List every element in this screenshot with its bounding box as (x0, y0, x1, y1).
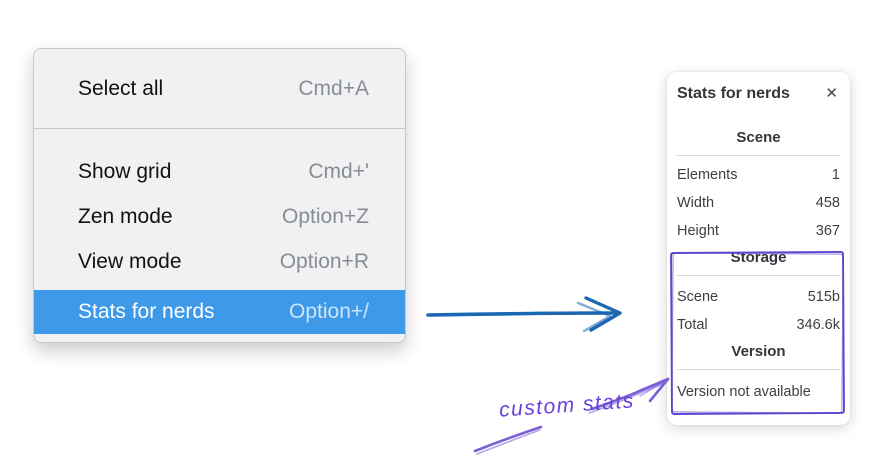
menu-item-view-mode[interactable]: View mode Option+R (34, 239, 405, 284)
menu-item-shortcut: Cmd+' (308, 159, 369, 183)
stat-value: 515b (807, 289, 840, 305)
menu-item-stats-for-nerds[interactable]: Stats for nerds Option+/ (34, 290, 405, 334)
stat-row-scene-size: Scene 515b (677, 283, 840, 311)
stats-panel: Stats for nerds ✕ Scene Elements 1 Width… (667, 72, 850, 425)
stat-label: Width (677, 195, 715, 211)
menu-item-label: Select all (78, 77, 164, 100)
stat-value: 1 (831, 167, 840, 183)
context-menu: Select all Cmd+A Show grid Cmd+' Zen mod… (33, 48, 406, 343)
stat-row-total-size: Total 346.6k (677, 311, 840, 339)
stat-value: 346.6k (796, 317, 840, 333)
menu-item-label: Stats for nerds (78, 300, 215, 323)
stat-value: 367 (815, 223, 840, 239)
menu-item-shortcut: Option+R (279, 249, 369, 273)
stat-label: Total (677, 317, 708, 333)
version-note: Version not available (677, 384, 811, 400)
stat-value: 458 (815, 195, 840, 211)
stat-label: Scene (677, 289, 719, 305)
stat-row-width: Width 458 (677, 189, 840, 217)
menu-item-label: Zen mode (78, 204, 173, 228)
menu-item-label: View mode (78, 249, 182, 273)
section-heading-scene: Scene (736, 129, 781, 146)
menu-item-shortcut: Option+/ (289, 300, 369, 323)
menu-item-label: Show grid (78, 159, 172, 183)
stat-label: Elements (677, 167, 738, 183)
stat-row-height: Height 367 (677, 217, 840, 245)
stat-label: Height (677, 223, 719, 239)
stats-panel-header: Stats for nerds ✕ (677, 84, 840, 103)
section-heading-storage: Storage (730, 249, 787, 266)
close-icon[interactable]: ✕ (825, 85, 838, 102)
menu-item-show-grid[interactable]: Show grid Cmd+' (34, 149, 405, 194)
annotation-arrow (473, 377, 670, 455)
menu-item-shortcut: Cmd+A (298, 77, 369, 100)
flow-arrow (426, 296, 622, 333)
menu-item-shortcut: Option+Z (282, 204, 369, 228)
section-divider (677, 155, 840, 156)
menu-item-select-all[interactable]: Select all Cmd+A (34, 66, 405, 112)
stats-panel-title: Stats for nerds (677, 84, 790, 102)
custom-stats-annotation: custom stats (498, 389, 636, 422)
menu-divider (34, 128, 405, 129)
section-heading-version: Version (731, 343, 786, 360)
stat-row-elements: Elements 1 (677, 161, 840, 189)
menu-item-zen-mode[interactable]: Zen mode Option+Z (34, 194, 405, 239)
